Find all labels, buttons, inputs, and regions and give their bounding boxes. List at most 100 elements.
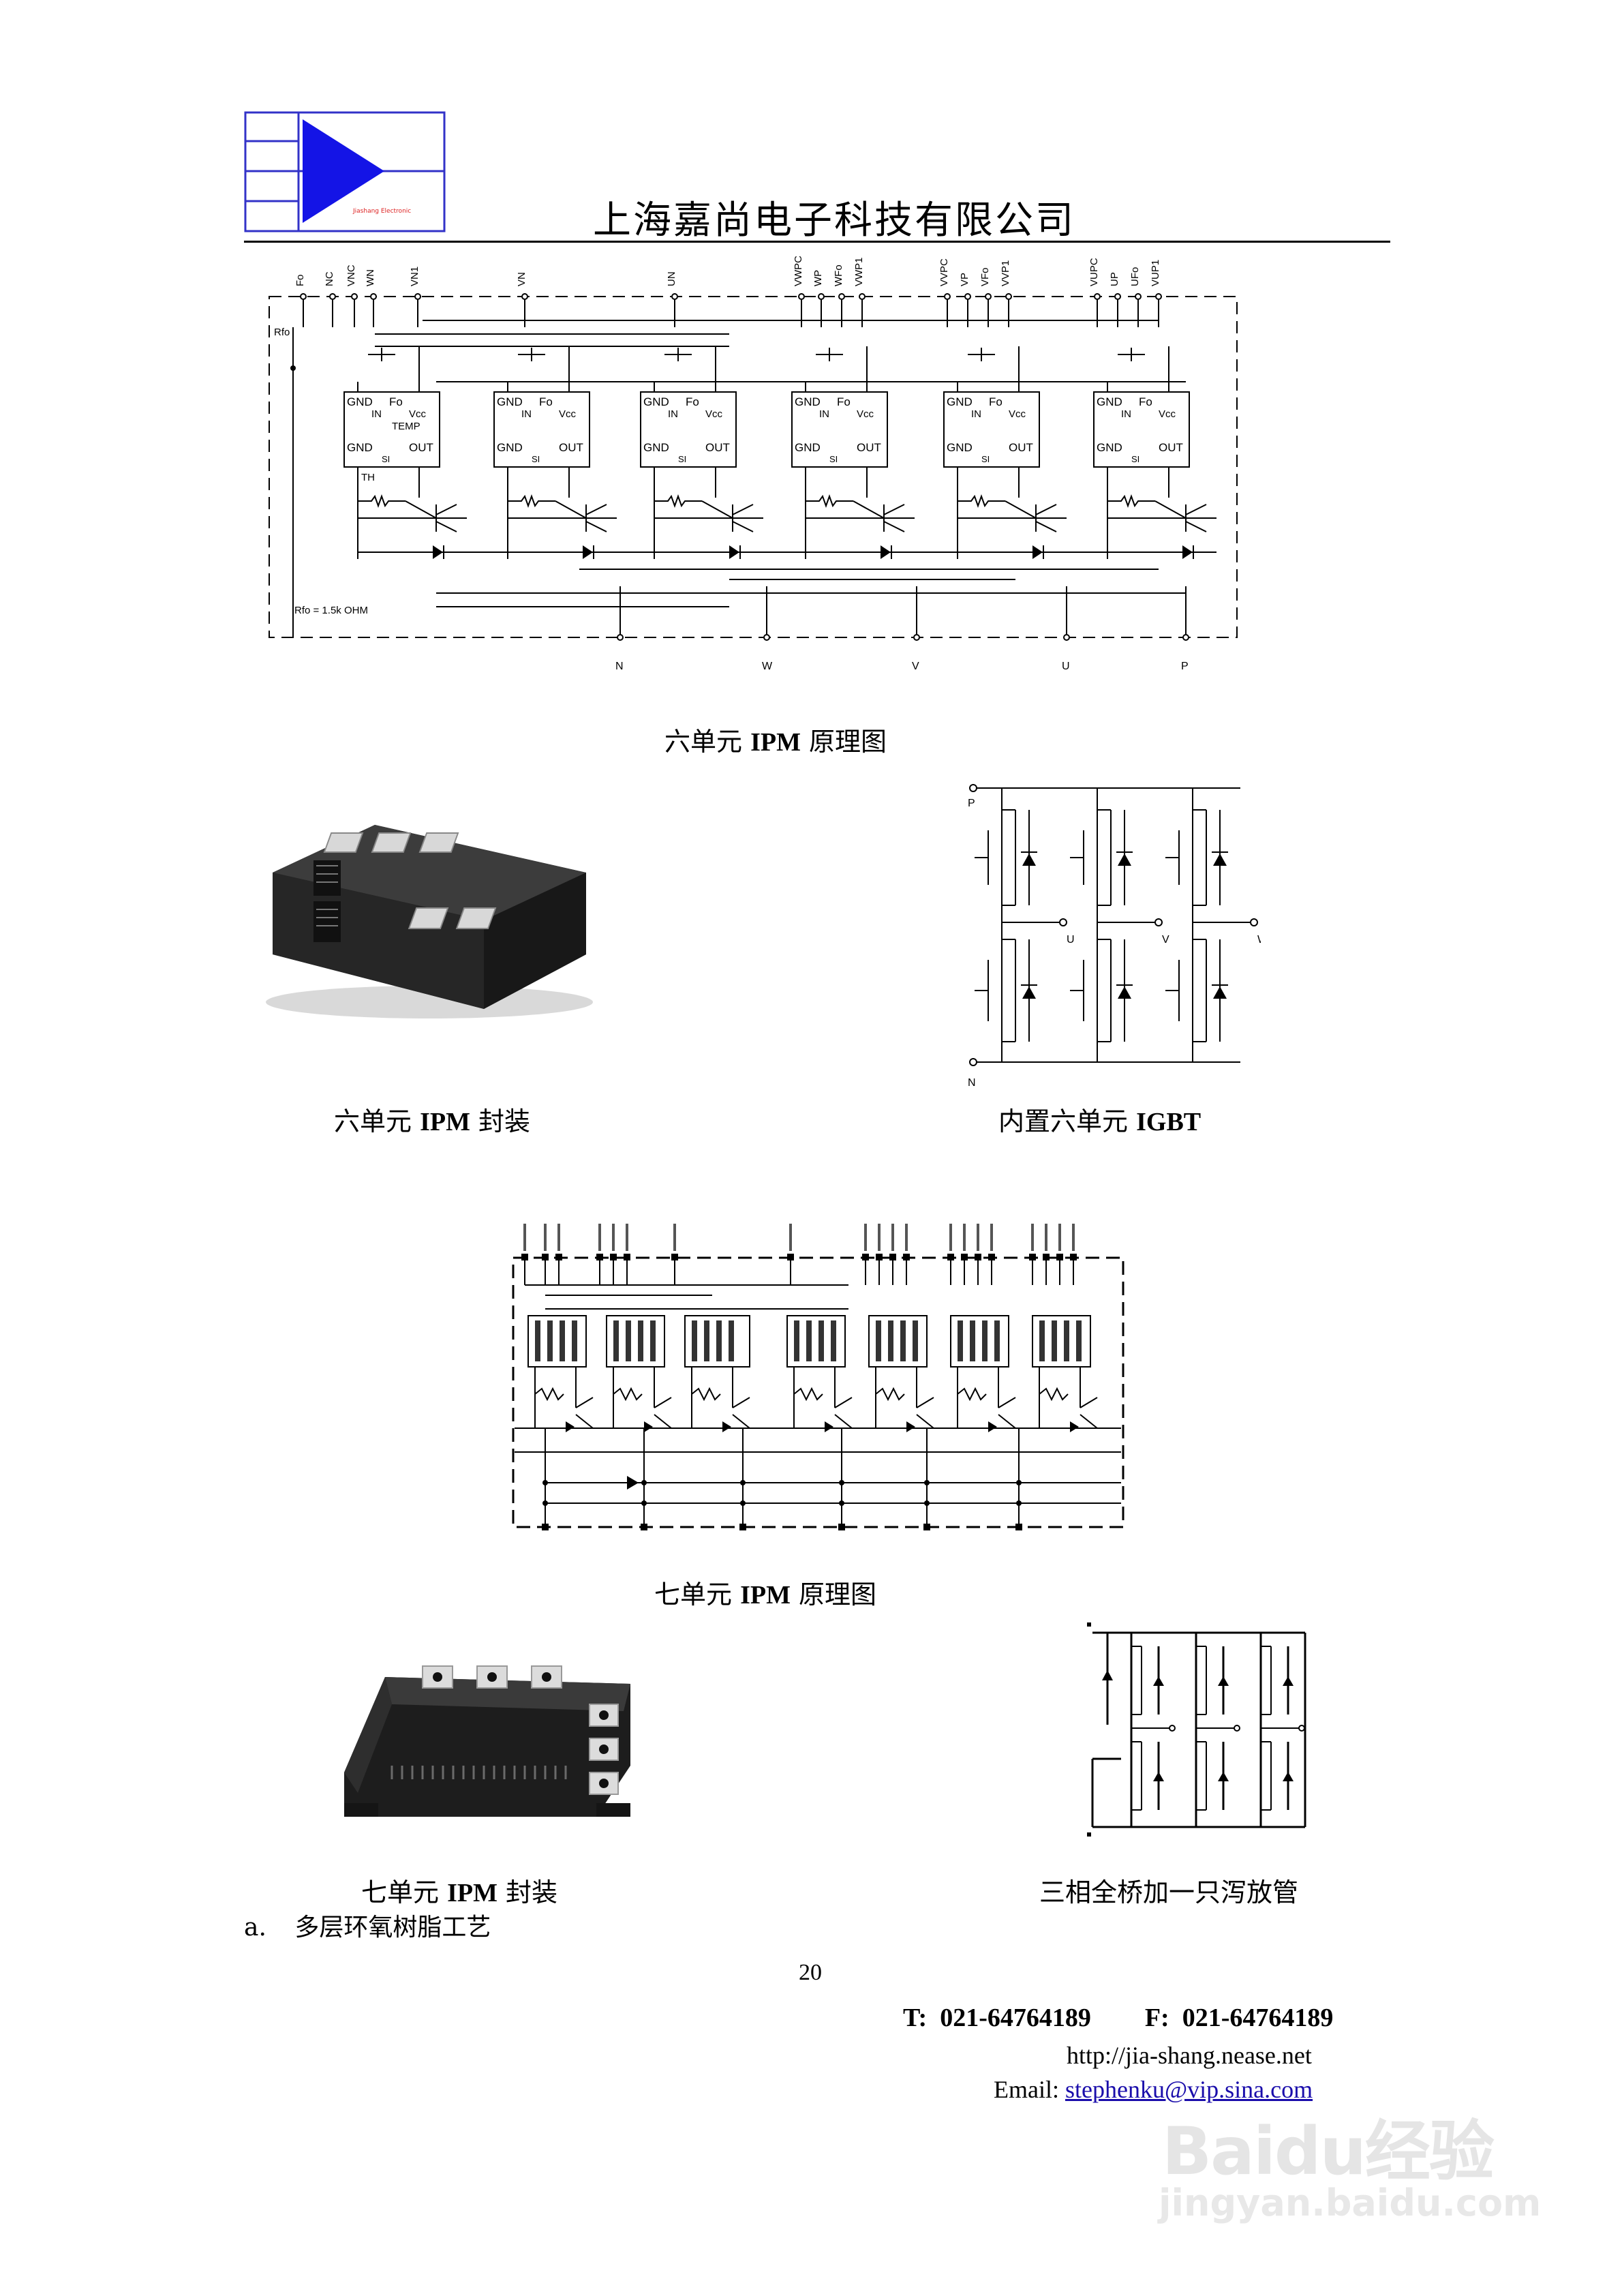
module-boundary (269, 296, 1238, 638)
svg-text:Fo: Fo (1139, 395, 1152, 408)
pin-label-glyph (949, 1224, 952, 1251)
terminal-n (969, 1058, 977, 1066)
igbt-leg (1070, 788, 1133, 1062)
freewheel-diode (1218, 1676, 1229, 1686)
igbt-leg (1259, 1633, 1305, 1827)
pin-terminal (913, 634, 920, 641)
pin-label-glyph (598, 1224, 601, 1251)
terminal-out (1169, 1725, 1176, 1732)
svg-text:GND: GND (795, 395, 821, 408)
svg-text:SI: SI (532, 454, 540, 464)
fig2-caption: 六单元 IPM 封装 (334, 1106, 531, 1136)
module-boundary (512, 1256, 1124, 1528)
top-pin-label: VNC (346, 265, 357, 286)
svg-text:Fo: Fo (837, 395, 851, 408)
pin-terminal (1005, 293, 1012, 300)
pin-terminal (300, 293, 307, 300)
pin-label-glyph (789, 1224, 792, 1251)
svg-text:GND: GND (347, 441, 373, 454)
pin-terminal (903, 1254, 910, 1260)
terminal-out (1154, 918, 1163, 926)
svg-text:OUT: OUT (409, 441, 433, 454)
top-pin-label: VUP1 (1150, 260, 1161, 286)
pin-terminal (818, 293, 825, 300)
page-number: 20 (799, 1960, 822, 1985)
svg-text:OUT: OUT (1159, 441, 1183, 454)
pin-terminal (671, 1254, 678, 1260)
igbt-leg (1195, 1633, 1240, 1827)
pin-label-glyph (1072, 1224, 1075, 1251)
gate-driver-ic (868, 1315, 928, 1368)
pin-terminal (975, 1254, 981, 1260)
pin-terminal (876, 1254, 883, 1260)
six-unit-igbt-diagram: PNUVW (961, 769, 1268, 1089)
pin-terminal (1094, 293, 1101, 300)
pin-label-glyph (1031, 1224, 1034, 1251)
freewheel-diode (1218, 1772, 1229, 1781)
seven-unit-ipm-package-photo (337, 1636, 637, 1827)
svg-text:GND: GND (947, 395, 973, 408)
fig3-caption: 内置六单元 IGBT (998, 1106, 1202, 1136)
freewheel-diode (1283, 1772, 1294, 1781)
pin-terminal (521, 293, 528, 300)
gate-driver-ic (950, 1315, 1009, 1368)
top-pin-label: VN (516, 272, 527, 286)
svg-text:GND: GND (643, 441, 669, 454)
company-logo: Jiashang Electronic (244, 111, 446, 232)
freewheel-diode (1283, 1676, 1294, 1686)
pin-terminal (1043, 1254, 1050, 1260)
pin-terminal (542, 1254, 549, 1260)
pin-terminal (798, 293, 805, 300)
rfo-label: Rfo (274, 327, 290, 338)
pin-terminal (351, 293, 358, 300)
svg-text:Vcc: Vcc (1159, 408, 1176, 420)
top-pin-label: Fo (294, 274, 306, 286)
three-phase-bridge-brake-diagram (1080, 1616, 1353, 1847)
pin-terminal (1056, 1254, 1063, 1260)
pin-label-glyph (523, 1224, 526, 1251)
svg-text:GND: GND (795, 441, 821, 454)
pin-terminal (763, 634, 770, 641)
top-pin-label: WN (365, 269, 376, 286)
svg-text:IN: IN (668, 408, 678, 420)
company-name: 上海嘉尚电子科技有限公司 (593, 198, 1075, 243)
pin-terminal (671, 293, 678, 300)
pin-label-glyph (673, 1224, 676, 1251)
pin-label-glyph (963, 1224, 966, 1251)
pin-terminal (1155, 293, 1162, 300)
pin-label-glyph (612, 1224, 615, 1251)
pin-terminal (988, 1254, 995, 1260)
top-pin-label: VFo (979, 267, 991, 286)
pin-terminal (370, 293, 377, 300)
pin-terminal (739, 1524, 746, 1530)
pin-terminal (414, 293, 421, 300)
output-label: U (1067, 934, 1075, 946)
list-marker: a. (244, 1914, 266, 1942)
footer-website[interactable]: http://jia-shang.nease.net (1067, 2042, 1312, 2069)
svg-text:SI: SI (678, 454, 686, 464)
svg-text:GND: GND (1097, 395, 1122, 408)
pin-terminal (617, 634, 624, 641)
svg-text:SI: SI (829, 454, 838, 464)
pin-terminal (1015, 1524, 1022, 1530)
svg-text:IN: IN (819, 408, 829, 420)
svg-text:IN: IN (371, 408, 382, 420)
svg-text:Fo: Fo (686, 395, 699, 408)
svg-text:SI: SI (1131, 454, 1139, 464)
pin-terminal (838, 1524, 845, 1530)
svg-text:GND: GND (1097, 441, 1122, 454)
gate-driver-ic (684, 1315, 750, 1368)
terminal-n (1087, 1832, 1091, 1837)
top-pin-label: UN (666, 271, 677, 286)
email-link[interactable]: stephenku@vip.sina.com (1065, 2076, 1313, 2103)
pin-label-glyph (544, 1224, 547, 1251)
pin-terminal (1070, 1254, 1077, 1260)
output-label: V (1162, 934, 1169, 946)
svg-text:Vcc: Vcc (705, 408, 723, 420)
svg-text:Fo: Fo (539, 395, 553, 408)
